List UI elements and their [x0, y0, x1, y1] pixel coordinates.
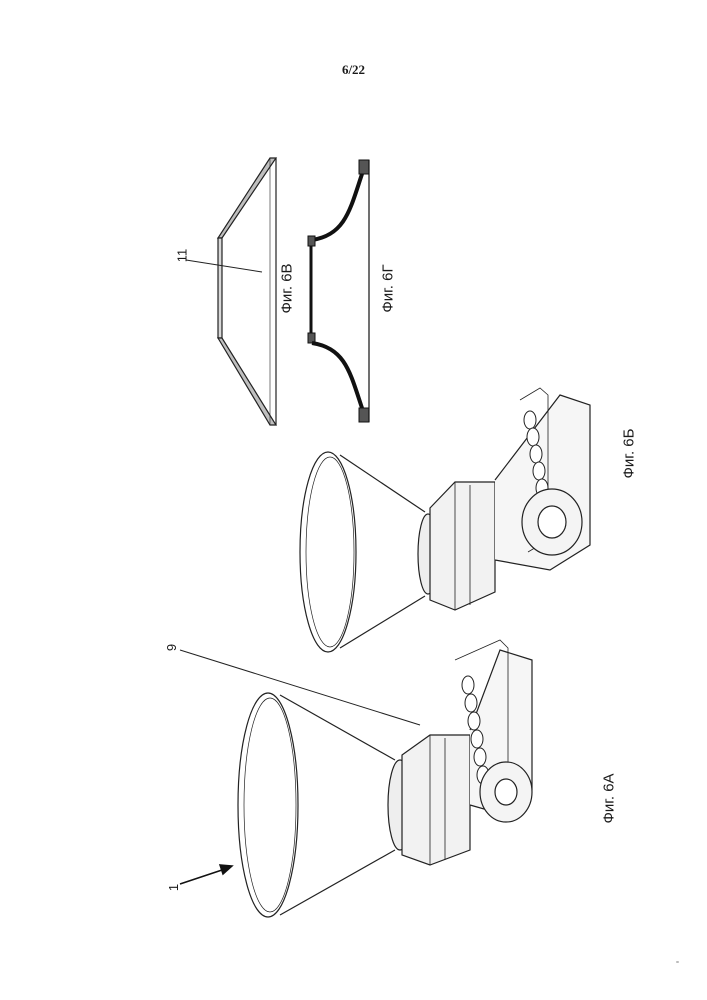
caption-fig-6g: Фиг. 6Г: [380, 264, 397, 312]
caption-fig-6b: Фиг. 6Б: [620, 429, 637, 479]
fig-6g-curved-section: [308, 160, 369, 422]
fig-6v-conical-section: [218, 158, 276, 425]
scan-speck: [676, 961, 679, 963]
fig-6b-hopper-assembly: [300, 388, 590, 652]
ref-9-leader: [180, 650, 420, 725]
caption-fig-6v: Фиг. 6В: [279, 263, 296, 313]
ref-numeral-9: 9: [164, 644, 179, 651]
ref-11-leader: [186, 260, 262, 272]
ref-numeral-11: 11: [174, 249, 189, 263]
caption-fig-6a: Фиг. 6А: [601, 773, 618, 823]
ref-1-arrow: [180, 865, 232, 884]
ref-numeral-1: 1: [166, 884, 181, 891]
